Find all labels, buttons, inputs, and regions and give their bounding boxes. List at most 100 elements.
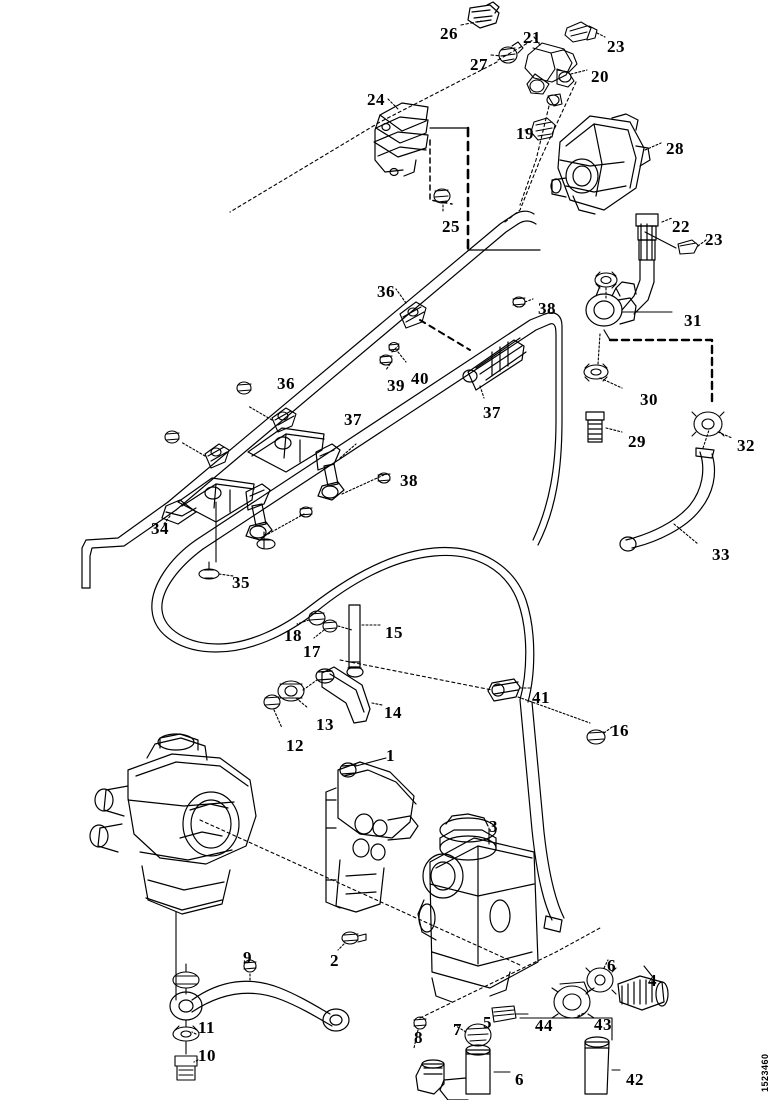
lever-14 bbox=[315, 666, 371, 724]
bolt-9-label bbox=[243, 959, 257, 973]
bracket-24 bbox=[373, 102, 429, 177]
washer-top bbox=[594, 271, 618, 289]
callout-24: 24 bbox=[367, 90, 385, 109]
clamp-41 bbox=[487, 678, 521, 702]
fitting-23-top bbox=[564, 21, 598, 43]
post-clamp-37 bbox=[315, 443, 345, 501]
document-id-code: 1523460 bbox=[760, 1053, 770, 1092]
fitting-26 bbox=[467, 1, 500, 29]
callout-37: 37 bbox=[344, 410, 362, 429]
callout-11: 11 bbox=[198, 1018, 216, 1037]
grommet-35 bbox=[198, 561, 220, 580]
callout-4: 4 bbox=[648, 971, 657, 990]
tube-run-lower bbox=[195, 312, 563, 550]
callout-25: 25 bbox=[442, 217, 460, 236]
callout-42: 42 bbox=[626, 1070, 644, 1089]
bolt-40 bbox=[388, 341, 400, 353]
tube-9 bbox=[169, 980, 350, 1032]
callout-20: 20 bbox=[591, 67, 609, 86]
pump-28 bbox=[550, 113, 651, 215]
main-loop-hose bbox=[151, 539, 535, 703]
washer-30 bbox=[583, 363, 609, 382]
grommet-center bbox=[256, 538, 276, 550]
callout-37: 37 bbox=[483, 403, 501, 422]
elbow-8-body bbox=[415, 1059, 445, 1095]
callout-34: 34 bbox=[151, 519, 169, 538]
steering-gear-body bbox=[89, 733, 257, 915]
callout-33: 33 bbox=[712, 545, 730, 564]
callout-8: 8 bbox=[414, 1028, 423, 1047]
callout-1: 1 bbox=[386, 746, 395, 765]
fitting-8 bbox=[413, 1016, 427, 1030]
callout-26: 26 bbox=[440, 24, 458, 43]
bolt-38-mid bbox=[512, 296, 526, 308]
nut-18 bbox=[308, 610, 326, 626]
plug-10 bbox=[174, 1041, 198, 1081]
bracket-1 bbox=[325, 761, 419, 913]
fitting-32 bbox=[691, 411, 725, 437]
callout-43: 43 bbox=[594, 1015, 612, 1034]
clamp-36-lower bbox=[204, 443, 230, 469]
callout-18: 18 bbox=[284, 626, 302, 645]
callout-29: 29 bbox=[628, 432, 646, 451]
valve-body-3 bbox=[417, 813, 539, 1003]
callout-35: 35 bbox=[232, 573, 250, 592]
callout-30: 30 bbox=[640, 390, 658, 409]
callout-38: 38 bbox=[400, 471, 418, 490]
clamp-38-top bbox=[399, 301, 427, 329]
fitting-27 bbox=[498, 41, 524, 64]
callout-10: 10 bbox=[198, 1046, 216, 1065]
clamp-36-upper bbox=[271, 407, 297, 433]
fitting-25 bbox=[433, 188, 451, 204]
nut-17 bbox=[322, 619, 338, 633]
callout-27: 27 bbox=[470, 55, 488, 74]
rod-15 bbox=[346, 604, 364, 678]
manifold-block-21 bbox=[524, 42, 578, 107]
callout-23: 23 bbox=[705, 230, 723, 249]
bolt-6-right bbox=[585, 967, 617, 995]
fitting-43 bbox=[551, 981, 595, 1019]
tube-42 bbox=[584, 1036, 610, 1095]
hose-33 bbox=[619, 447, 716, 552]
fitting-19 bbox=[530, 117, 556, 141]
elbow-31 bbox=[585, 281, 637, 327]
hose-end-22 bbox=[621, 213, 659, 315]
callout-31: 31 bbox=[684, 311, 702, 330]
vertical-hose bbox=[519, 699, 565, 933]
plug-4 bbox=[617, 975, 669, 1011]
plug-29 bbox=[585, 411, 605, 443]
callout-15: 15 bbox=[385, 623, 403, 642]
callout-38: 38 bbox=[538, 299, 556, 318]
coupler-37-right bbox=[462, 337, 527, 391]
callout-41: 41 bbox=[532, 688, 550, 707]
return-hose-left bbox=[81, 501, 177, 589]
callout-14: 14 bbox=[384, 703, 402, 722]
callout-36: 36 bbox=[377, 282, 395, 301]
washer-11 bbox=[172, 1019, 200, 1042]
fitting-23-right bbox=[677, 239, 699, 255]
callout-44: 44 bbox=[535, 1016, 553, 1035]
bolt-2 bbox=[341, 931, 367, 945]
callout-40: 40 bbox=[411, 369, 429, 388]
callout-3: 3 bbox=[489, 817, 498, 836]
callout-28: 28 bbox=[666, 139, 684, 158]
nut-12 bbox=[263, 694, 281, 710]
callout-5: 5 bbox=[483, 1013, 492, 1032]
callout-22: 22 bbox=[672, 217, 690, 236]
callout-19: 19 bbox=[516, 124, 534, 143]
callout-32: 32 bbox=[737, 436, 755, 455]
callout-21: 21 bbox=[523, 28, 541, 47]
tube-run-upper bbox=[167, 210, 537, 511]
bolt-16 bbox=[586, 729, 606, 745]
bushing-13 bbox=[277, 680, 305, 702]
callout-36: 36 bbox=[277, 374, 295, 393]
bolt-39 bbox=[379, 354, 393, 366]
bolt-36-lower bbox=[164, 430, 180, 444]
bolt-small-right bbox=[299, 506, 313, 518]
callout-6: 6 bbox=[607, 956, 616, 975]
bolt-44 bbox=[491, 1005, 517, 1023]
callout-9: 9 bbox=[243, 948, 252, 967]
post-clamp-lower bbox=[245, 483, 273, 541]
